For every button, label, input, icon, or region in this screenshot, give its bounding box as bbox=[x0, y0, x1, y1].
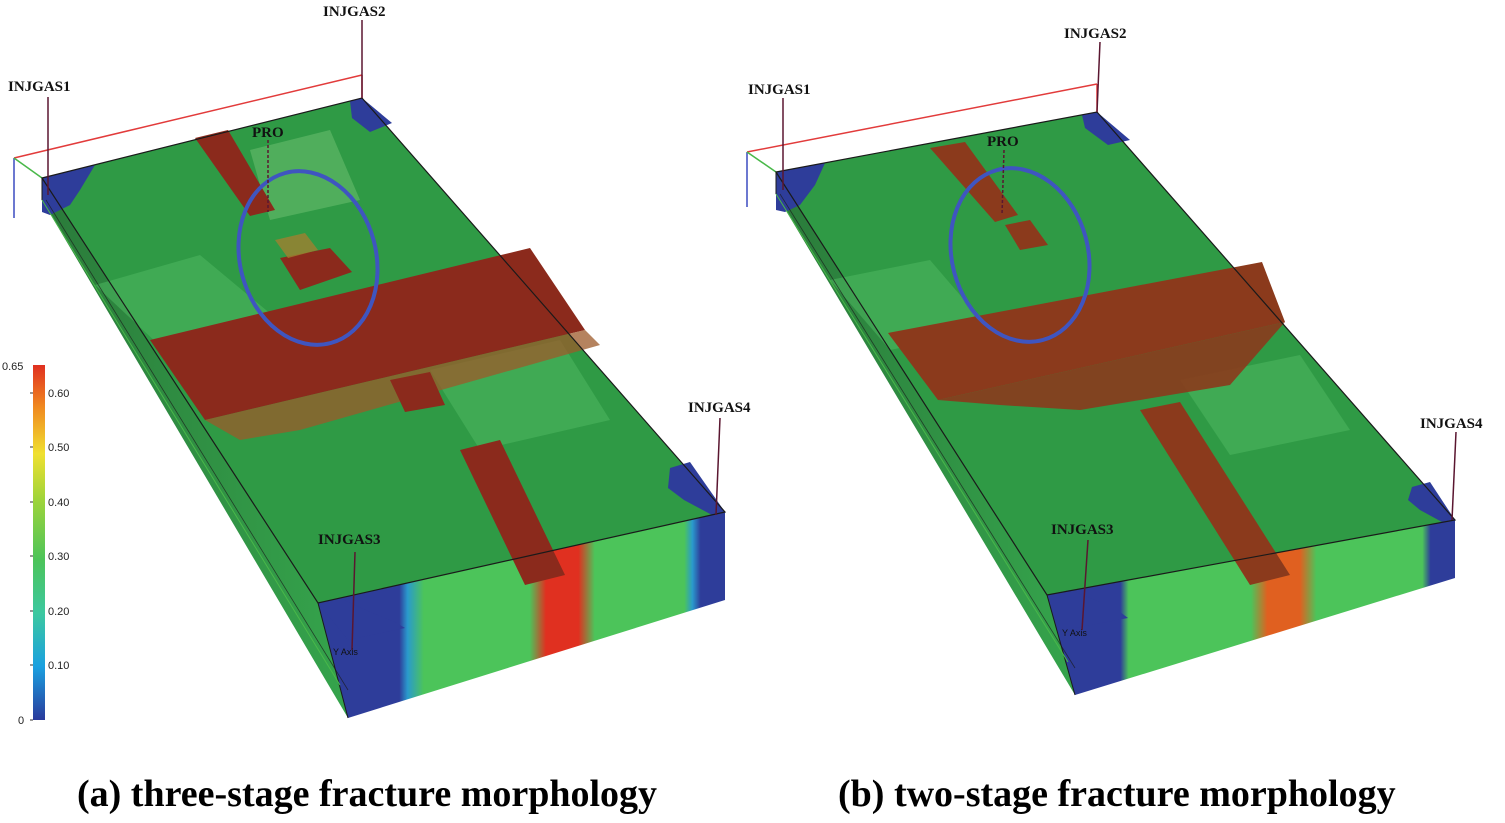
panel-a-axis-y bbox=[41, 199, 341, 686]
panel-b-label-injgas3: INJGAS3 bbox=[1051, 522, 1114, 538]
panel-b-label-injgas2: INJGAS2 bbox=[1064, 26, 1127, 42]
panel-a-edge bbox=[317, 602, 349, 719]
colorbar-tick-label: 0.20 bbox=[48, 606, 69, 618]
panel-b-fracture-fringe bbox=[938, 322, 1285, 410]
panel-b-fracture-lower bbox=[1140, 402, 1290, 585]
colorbar: 0.65 0.60 0.50 0.40 0.30 0.20 0.10 0 bbox=[2, 361, 69, 727]
panel-b-well-injgas2 bbox=[1096, 41, 1101, 113]
colorbar-tick-label: 0.40 bbox=[48, 497, 69, 509]
panel-b-label-injgas4: INJGAS4 bbox=[1420, 416, 1483, 432]
panel-a-label-injgas3: INJGAS3 bbox=[318, 532, 381, 548]
panel-b-label-pro: PRO bbox=[987, 134, 1019, 150]
colorbar-gradient bbox=[33, 365, 45, 720]
panel-a-corner-injgas2 bbox=[350, 98, 392, 132]
panel-b-well-pro bbox=[1001, 149, 1005, 216]
panel-b-well-injgas4 bbox=[1451, 431, 1457, 521]
panel-a-label-injgas2: INJGAS2 bbox=[323, 4, 386, 20]
colorbar-ticks: 0.60 0.50 0.40 0.30 0.20 0.10 0 bbox=[18, 388, 69, 727]
panel-a-front-face bbox=[318, 512, 725, 718]
caption-panel-b: (b) two-stage fracture morphology bbox=[838, 773, 1396, 815]
colorbar-max-label: 0.65 bbox=[2, 361, 23, 373]
panel-a-axis-x bbox=[13, 157, 43, 179]
panel-b-axis-x bbox=[746, 151, 777, 173]
panel-b-highlight-ellipse bbox=[948, 166, 1092, 344]
panel-a-fracture-stage-fringe bbox=[275, 233, 318, 258]
panel-a-corner-injgas3 bbox=[318, 598, 405, 640]
colorbar-tick-label: 0.10 bbox=[48, 660, 69, 672]
panel-b-corner-injgas4 bbox=[1408, 482, 1455, 522]
caption-panel-a: (a) three-stage fracture morphology bbox=[77, 773, 658, 815]
colorbar-tick-label: 0.30 bbox=[48, 551, 69, 563]
panel-a-fracture-lower bbox=[460, 440, 565, 585]
panel-a-wells bbox=[47, 20, 721, 651]
panel-b-axis-y bbox=[775, 193, 1069, 663]
panel-b-axis-label: Y Axis bbox=[1062, 628, 1087, 638]
panel-a-highlight-ellipse bbox=[236, 169, 380, 347]
panel-a-axis-label: Y Axis bbox=[333, 647, 358, 657]
panel-b-outline bbox=[775, 111, 1457, 596]
panel-a-corner-injgas4 bbox=[668, 462, 725, 515]
panel-a-well-injgas4 bbox=[715, 417, 721, 516]
panel-a-label-injgas4: INJGAS4 bbox=[688, 400, 751, 416]
panel-a: INJGAS1 INJGAS2 PRO INJGAS4 INJGAS3 Y Ax… bbox=[2, 4, 751, 727]
panel-a-label-injgas1: INJGAS1 bbox=[8, 79, 71, 95]
panel-a-corner-injgas1 bbox=[42, 165, 95, 215]
panel-b-corner-injgas3 bbox=[1047, 590, 1128, 628]
panel-b-fracture-main bbox=[888, 262, 1285, 400]
panel-a-label-pro: PRO bbox=[252, 125, 284, 141]
colorbar-tick-label: 0 bbox=[18, 715, 24, 727]
panel-a-fracture-lower-step bbox=[390, 372, 445, 412]
panel-b-front-face bbox=[1047, 520, 1455, 695]
panel-a-outline bbox=[41, 97, 727, 604]
panel-b-fracture-stage bbox=[1005, 220, 1048, 250]
panel-a-left-face bbox=[42, 178, 348, 718]
panel-a-well-injgas3 bbox=[351, 551, 356, 651]
panel-a-fracture-stage bbox=[280, 248, 352, 290]
panel-b-label-injgas1: INJGAS1 bbox=[748, 82, 811, 98]
colorbar-tick-label: 0.60 bbox=[48, 388, 69, 400]
panel-b-corner-injgas1 bbox=[776, 163, 825, 212]
panel-b-wells bbox=[782, 41, 1457, 631]
panel-b: INJGAS1 INJGAS2 PRO INJGAS4 INJGAS3 Y Ax… bbox=[746, 26, 1483, 696]
panel-a-fracture-main bbox=[150, 248, 585, 420]
colorbar-tick-label: 0.50 bbox=[48, 442, 69, 454]
panel-b-well-injgas3 bbox=[1081, 539, 1089, 631]
